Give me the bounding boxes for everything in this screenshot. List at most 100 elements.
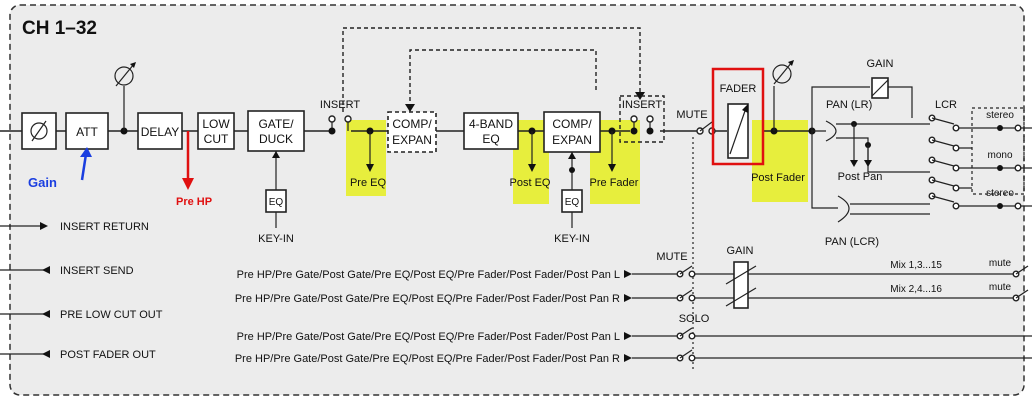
- gain-top-slash: [871, 79, 889, 97]
- comp1-label-2: EXPAN: [392, 133, 432, 147]
- pan-lr-shape: [825, 120, 837, 142]
- delay-label: DELAY: [141, 125, 179, 139]
- pan-lr-path: [811, 86, 870, 209]
- send-gain-slash-1: [725, 265, 757, 285]
- eq4-label-2: EQ: [482, 132, 499, 146]
- delay-box: [137, 112, 183, 150]
- gain-arrow-line: [80, 153, 88, 181]
- gain-top-label: GAIN: [867, 58, 894, 70]
- fader-arrowhead: [742, 104, 748, 113]
- key-in-label-1: KEY-IN: [258, 233, 294, 245]
- insert-2-box: [619, 95, 665, 143]
- four-band-eq-box: [463, 112, 519, 150]
- stereo-label-1: stereo: [986, 110, 1014, 121]
- phase-symbol-icon: [30, 120, 48, 142]
- pre-eq-arrow: [366, 164, 374, 172]
- solo-switches: [676, 327, 696, 362]
- lcr-switches: [928, 114, 960, 210]
- send-arrows: [624, 270, 632, 362]
- insert-2-node-b: [646, 115, 654, 123]
- mute-r2-label: mute: [989, 282, 1012, 293]
- insert-2-dot-b: [646, 127, 654, 135]
- comp-expan-2-box: [543, 111, 601, 153]
- pre-fader-label: Pre Fader: [590, 177, 639, 189]
- solo-label: SOLO: [679, 313, 710, 325]
- post-pan-arrow-1: [850, 160, 858, 167]
- send-mute-switches: [676, 265, 696, 302]
- mute-label: MUTE: [676, 109, 707, 121]
- mix-2-label: Mix 2,4...16: [890, 284, 942, 295]
- insert-arrow-down-1: [405, 104, 415, 112]
- stereo-label-2: stereo: [986, 188, 1014, 199]
- meter-icon-1: [114, 62, 136, 87]
- insert-2-node-a: [630, 115, 638, 123]
- insert-label-1: INSERT: [320, 99, 360, 111]
- gate-eq-label: EQ: [269, 197, 284, 208]
- key-in-label-2: KEY-IN: [554, 233, 590, 245]
- send-line-2-label: Pre HP/Pre Gate/Post Gate/Pre EQ/Post EQ…: [235, 293, 620, 305]
- gate-sidechain-arrow: [272, 151, 280, 158]
- comp1-label-1: COMP/: [392, 117, 432, 131]
- pre-fader-arrow: [608, 164, 616, 172]
- fader-highlight-box: [711, 67, 765, 166]
- pre-hp-arrow-head: [182, 178, 194, 190]
- insert-1-node-a: [328, 115, 336, 123]
- highlight-pre-eq: [346, 120, 386, 196]
- highlight-post-fader: [752, 120, 808, 202]
- att-label: ATT: [76, 125, 98, 139]
- io-post-fader-out: POST FADER OUT: [60, 349, 156, 361]
- mute-2-label: MUTE: [656, 251, 687, 263]
- gate-label-1: GATE/: [258, 117, 294, 131]
- gate-duck-box: [247, 110, 305, 152]
- insert-1-node-b: [344, 115, 352, 123]
- post-pan-arrow-2: [864, 160, 872, 167]
- low-cut-box: [197, 112, 235, 150]
- fader-slash: [729, 107, 747, 155]
- insert-label-2: INSERT: [622, 99, 662, 111]
- post-eq-label: Post EQ: [510, 177, 551, 189]
- comp2-sidechain-dot: [569, 167, 575, 173]
- send-line-4-label: Pre HP/Pre Gate/Post Gate/Pre EQ/Post EQ…: [235, 353, 620, 365]
- insert-dashed-loop-inner: [409, 49, 597, 108]
- send-gain-box: [733, 261, 749, 309]
- gain-2-label: GAIN: [727, 245, 754, 257]
- insert-2-dot: [630, 127, 638, 135]
- post-eq-arrow: [528, 164, 536, 172]
- pan-lcr-label: PAN (LCR): [825, 236, 879, 248]
- low-cut-label-2: CUT: [204, 132, 229, 146]
- pre-eq-label: Pre EQ: [350, 177, 387, 189]
- mix-1-label: Mix 1,3...15: [890, 260, 942, 271]
- comp-expan-1-box: [387, 111, 437, 153]
- io-insert-return: INSERT RETURN: [60, 221, 149, 233]
- gate-label-2: DUCK: [259, 132, 293, 146]
- comp2-sidechain-arrow: [568, 152, 576, 159]
- gain-arrow-head: [80, 147, 92, 157]
- mono-label: mono: [987, 150, 1012, 161]
- gain-annotation: Gain: [28, 175, 57, 190]
- insert-1-dot: [328, 127, 336, 135]
- io-pre-low-cut-out: PRE LOW CUT OUT: [60, 309, 163, 321]
- post-fader-label: Post Fader: [751, 172, 805, 184]
- low-cut-label-1: LOW: [202, 117, 230, 131]
- lcr-label: LCR: [935, 99, 957, 111]
- comp2-label-1: COMP/: [552, 117, 592, 131]
- pan-lr-label: PAN (LR): [826, 99, 872, 111]
- output-bus-dashed-box: [971, 107, 1025, 195]
- eq4-label-1: 4-BAND: [469, 117, 513, 131]
- pan-lcr-out: [850, 203, 930, 215]
- comp2-label-2: EXPAN: [552, 133, 592, 147]
- mute-switch-arm: [699, 121, 713, 132]
- send-gain-slash-2: [725, 287, 757, 307]
- send-line-3-label: Pre HP/Pre Gate/Post Gate/Pre EQ/Post EQ…: [237, 331, 620, 343]
- channel-title: CH 1–32: [22, 18, 97, 39]
- send-wires: [632, 273, 1032, 359]
- mix-mute-switches: [1012, 265, 1029, 302]
- send-line-1-label: Pre HP/Pre Gate/Post Gate/Pre EQ/Post EQ…: [237, 269, 620, 281]
- mute-r1-label: mute: [989, 258, 1012, 269]
- insert-arrow-down-2: [635, 92, 645, 100]
- meter-icon-2: [772, 60, 794, 85]
- insert-dashed-loop-outer: [342, 27, 641, 112]
- output-lines: [959, 127, 1032, 207]
- io-insert-send: INSERT SEND: [60, 265, 134, 277]
